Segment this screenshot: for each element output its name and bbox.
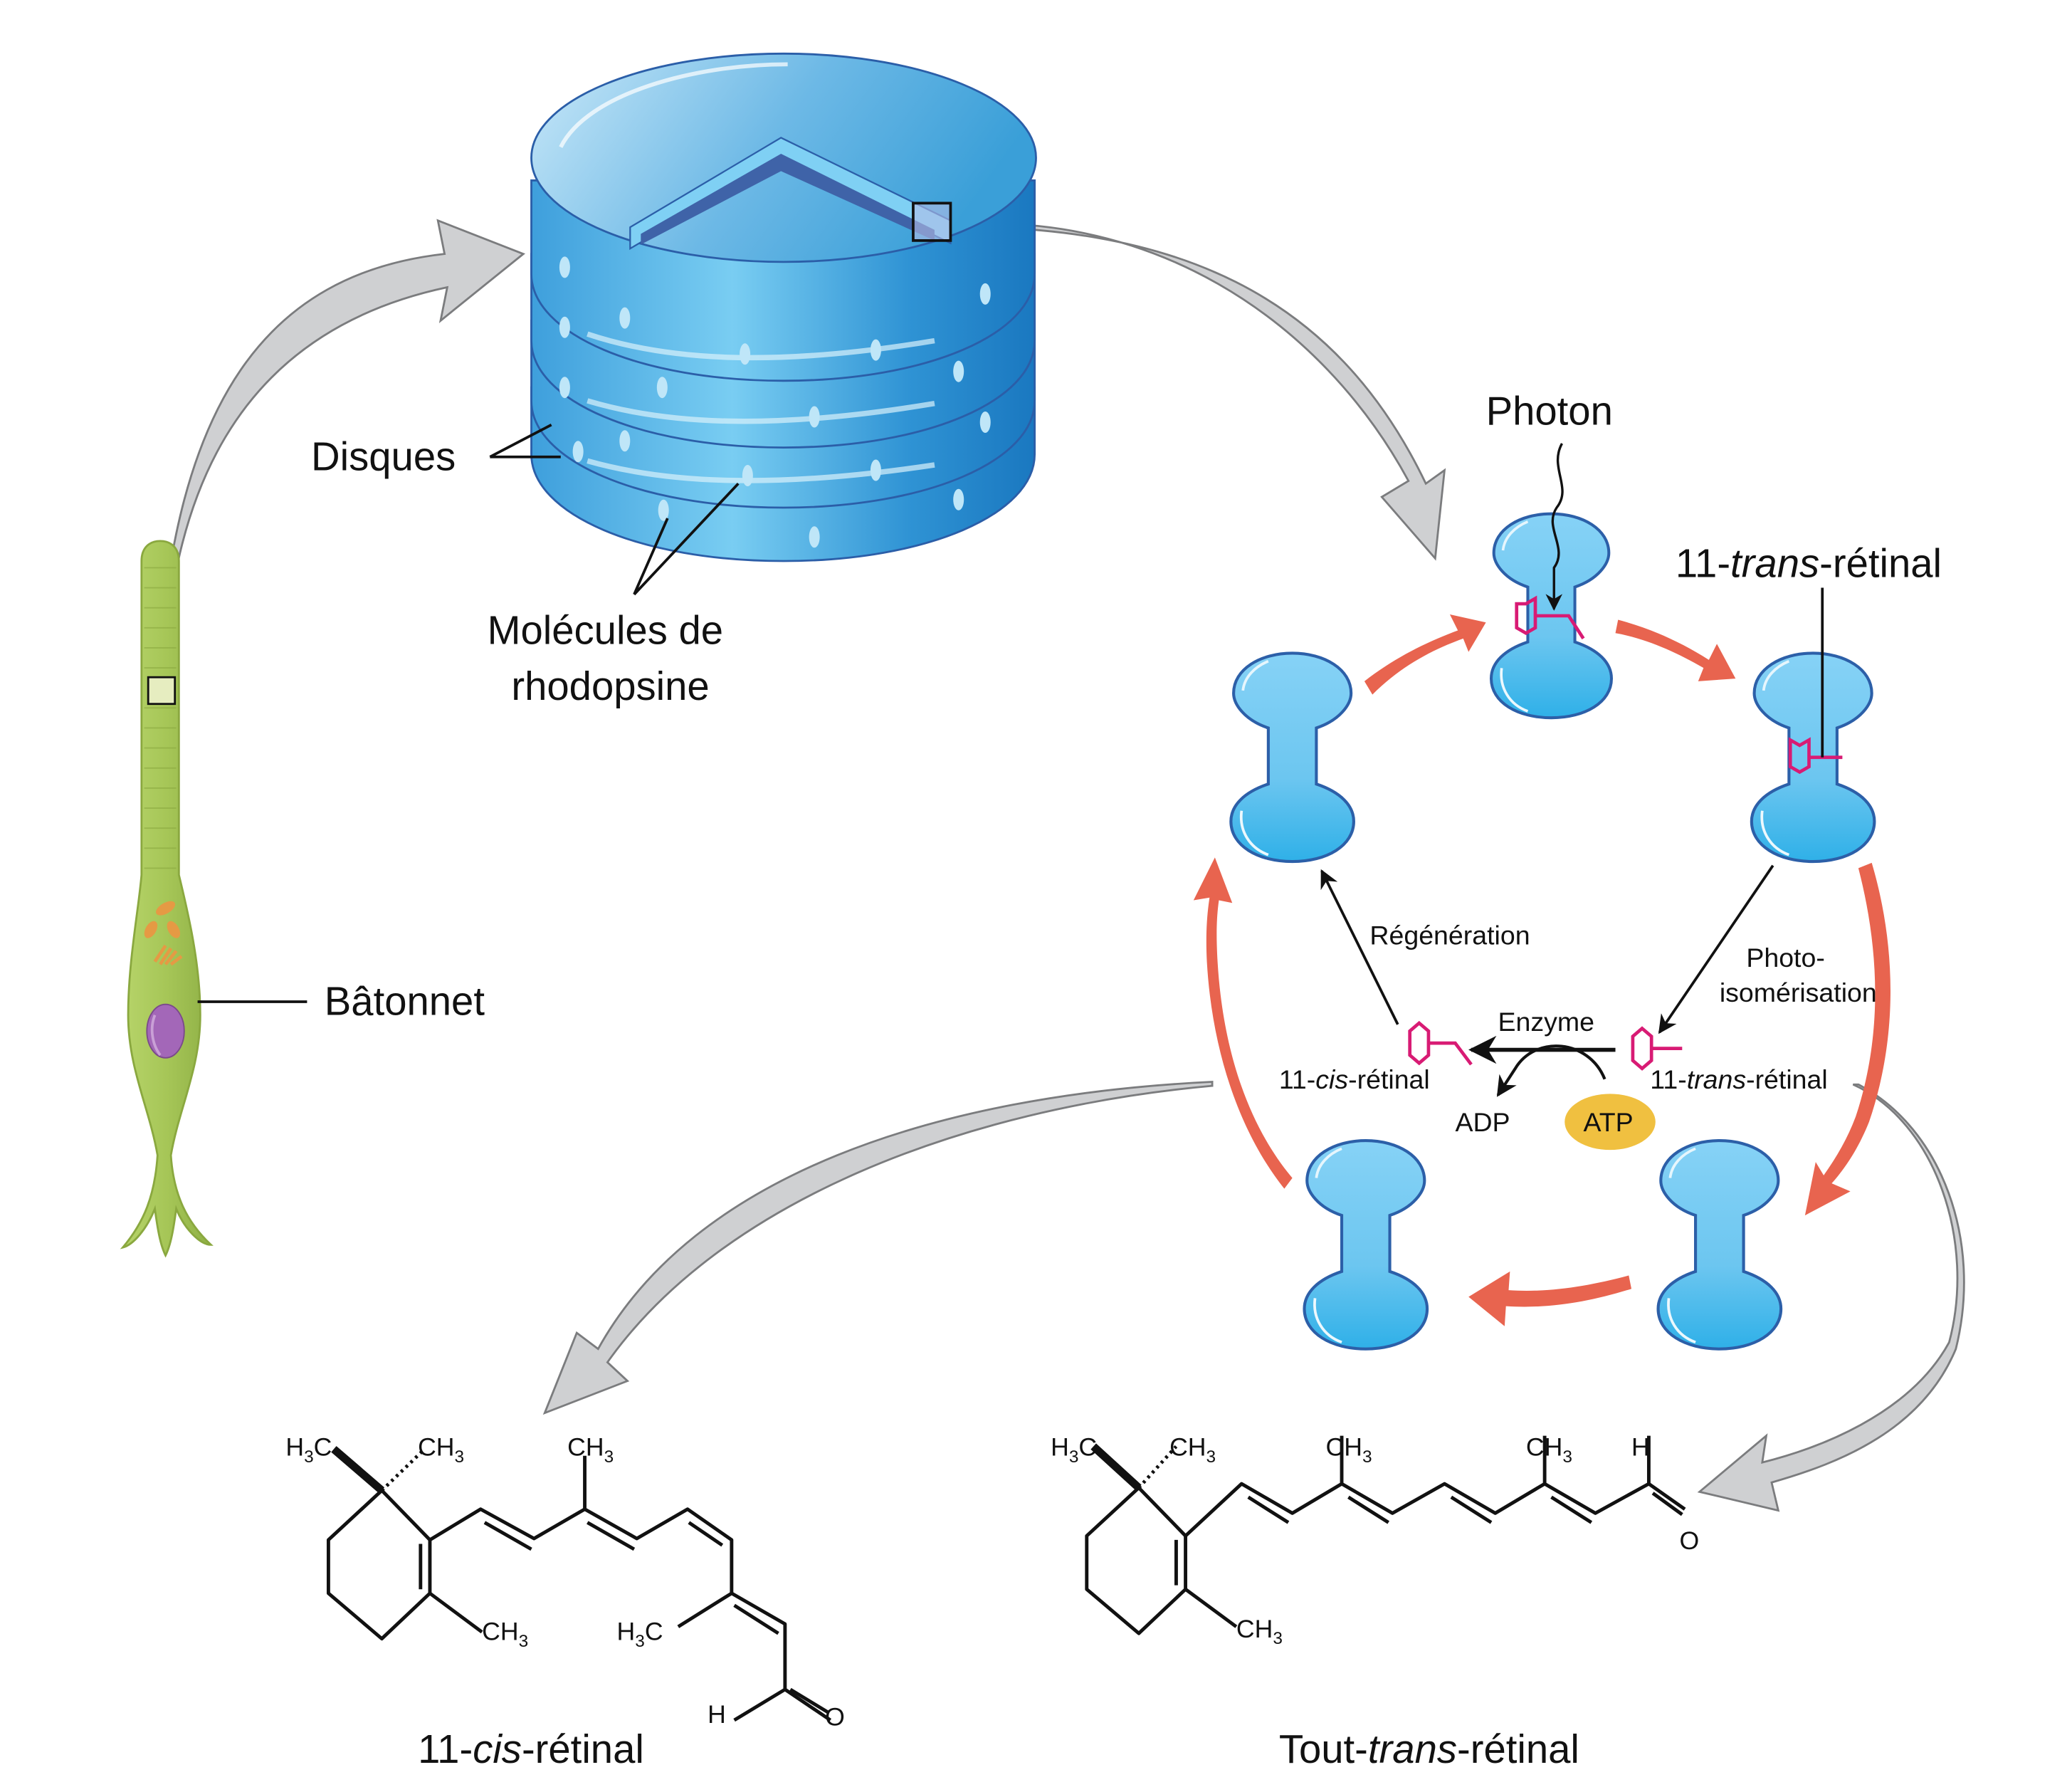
cis-retinal-structure: [326, 1446, 832, 1722]
gray-arrow-trans-to-structure: [1697, 1083, 1965, 1512]
svg-text:H3C: H3C: [617, 1618, 663, 1651]
rod-cell: [120, 540, 214, 1258]
svg-text:CH3: CH3: [1236, 1615, 1283, 1648]
svg-text:O: O: [825, 1703, 845, 1731]
cis-retinal-atom-labels: H3C CH3 CH3 CH3 H3C H O: [285, 1433, 844, 1731]
svg-text:H3C: H3C: [1051, 1433, 1097, 1467]
trans-retinal-structure: [1085, 1435, 1686, 1635]
cycle-arrow-left-to-top: [1364, 614, 1486, 695]
retinal-cis-free: [1408, 1020, 1473, 1066]
enzyme-label: Enzyme: [1498, 1007, 1594, 1037]
molecules-leader: [633, 482, 740, 596]
disk-zoom-box: [912, 201, 952, 242]
photo-label-line2: isomérisation: [1720, 978, 1877, 1007]
svg-text:CH3: CH3: [1526, 1433, 1572, 1467]
svg-text:CH3: CH3: [567, 1433, 614, 1467]
adp-label: ADP: [1455, 1107, 1510, 1137]
atp-to-adp-arrow: [1496, 1044, 1606, 1097]
svg-text:CH3: CH3: [418, 1433, 464, 1467]
mitochondria: [144, 901, 183, 966]
molecules-label-line1: Molécules de: [488, 607, 723, 652]
svg-text:H: H: [1631, 1433, 1650, 1462]
regeneration-arrow: [1320, 869, 1399, 1025]
rhodopsin-bottom-right: [1658, 1141, 1782, 1349]
svg-text:CH3: CH3: [1169, 1433, 1216, 1467]
outer-segment-stripes: [144, 567, 177, 869]
svg-text:H3C: H3C: [285, 1433, 332, 1467]
photon-label: Photon: [1486, 389, 1613, 434]
nucleus: [146, 1003, 185, 1059]
svg-text:H: H: [708, 1700, 726, 1729]
photon-wavy-arrow: [1545, 443, 1564, 611]
cycle-arrows: [1193, 614, 1890, 1326]
molecules-label-line2: rhodopsine: [511, 664, 709, 708]
atp-label: ATP: [1584, 1107, 1634, 1137]
gray-arrow-disks-to-cycle: [927, 222, 1446, 561]
cycle-arrow-bottomright-to-bottomleft: [1468, 1271, 1632, 1326]
photoisomerization-arrow: [1658, 864, 1774, 1034]
cis-cycle-label: 11-cis-rétinal: [1279, 1064, 1430, 1094]
retinal-trans-free: [1631, 1026, 1683, 1071]
trans-cycle-label: 11-trans-rétinal: [1650, 1064, 1827, 1094]
trans-retinal-atom-labels: H3C CH3 CH3 CH3 H O CH3: [1051, 1433, 1699, 1648]
cycle-arrow-top-to-right: [1615, 619, 1736, 681]
cycle-arrow-right-to-bottomright: [1804, 862, 1890, 1216]
disk-stack: [530, 52, 1037, 562]
retinal-trans-in-right-rhodopsin: [1788, 737, 1843, 775]
rhodopsin-bottom-left: [1305, 1141, 1428, 1349]
svg-text:O: O: [1680, 1526, 1700, 1555]
gray-arrow-rod-to-disks: [156, 219, 526, 685]
regeneration-label: Régénération: [1369, 920, 1530, 950]
photo-label-line1: Photo-: [1746, 943, 1825, 973]
rhodopsin-left: [1231, 653, 1354, 861]
gray-arrow-cis-to-structure: [542, 1081, 1214, 1415]
retinal-cis-in-top-rhodopsin: [1515, 595, 1585, 640]
batonnet-label: Bâtonnet: [325, 979, 485, 1024]
cis-retinal-caption: 11-cis-rétinal: [418, 1726, 644, 1771]
rod-zoom-box: [147, 676, 177, 706]
trans-top-label: 11-trans-rétinal: [1676, 541, 1942, 586]
trans-retinal-caption: Tout-trans-rétinal: [1279, 1726, 1579, 1771]
atp-badge: [1564, 1094, 1656, 1151]
disques-label: Disques: [311, 434, 456, 478]
disques-leader: [489, 424, 561, 459]
svg-text:CH3: CH3: [482, 1618, 528, 1651]
cycle-arrow-bottomleft-to-left: [1193, 857, 1293, 1189]
svg-text:CH3: CH3: [1326, 1433, 1372, 1467]
rhodopsin-molecules: [559, 256, 991, 548]
